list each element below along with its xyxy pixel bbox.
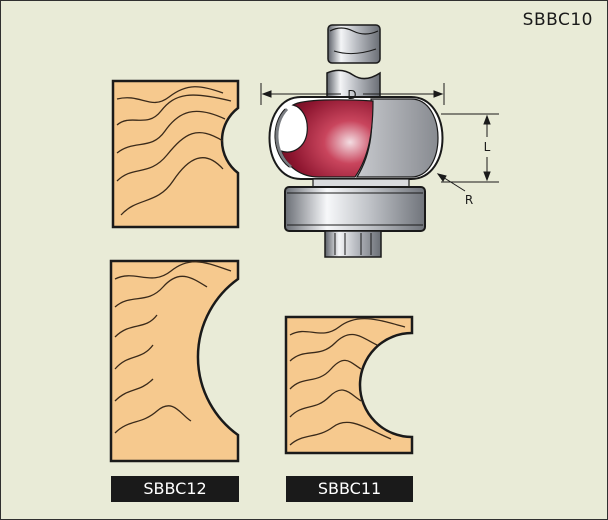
shank: [326, 69, 381, 98]
dimension-length: [441, 113, 499, 183]
product-code-sbbc12: SBBC12: [111, 476, 239, 502]
cutter-head: [268, 96, 444, 180]
product-code-sbbc11: SBBC11: [286, 476, 413, 502]
bearing: [284, 178, 426, 232]
wood-profile-sbbc11: [284, 315, 414, 455]
router-bit: [268, 24, 444, 258]
dimension-label-d: D: [347, 88, 356, 102]
shank-top-piece: [327, 24, 381, 64]
wood-profile-sbbc12: [109, 259, 240, 463]
product-code-sbbc10: SBBC10: [522, 10, 593, 30]
dimension-radius: [436, 173, 466, 192]
dimension-diameter: [260, 83, 445, 105]
dimension-label-l: L: [484, 140, 491, 154]
dimension-label-r: R: [465, 193, 473, 207]
bearing-screw: [324, 230, 382, 258]
wood-profile-sbbc10: [111, 79, 240, 229]
